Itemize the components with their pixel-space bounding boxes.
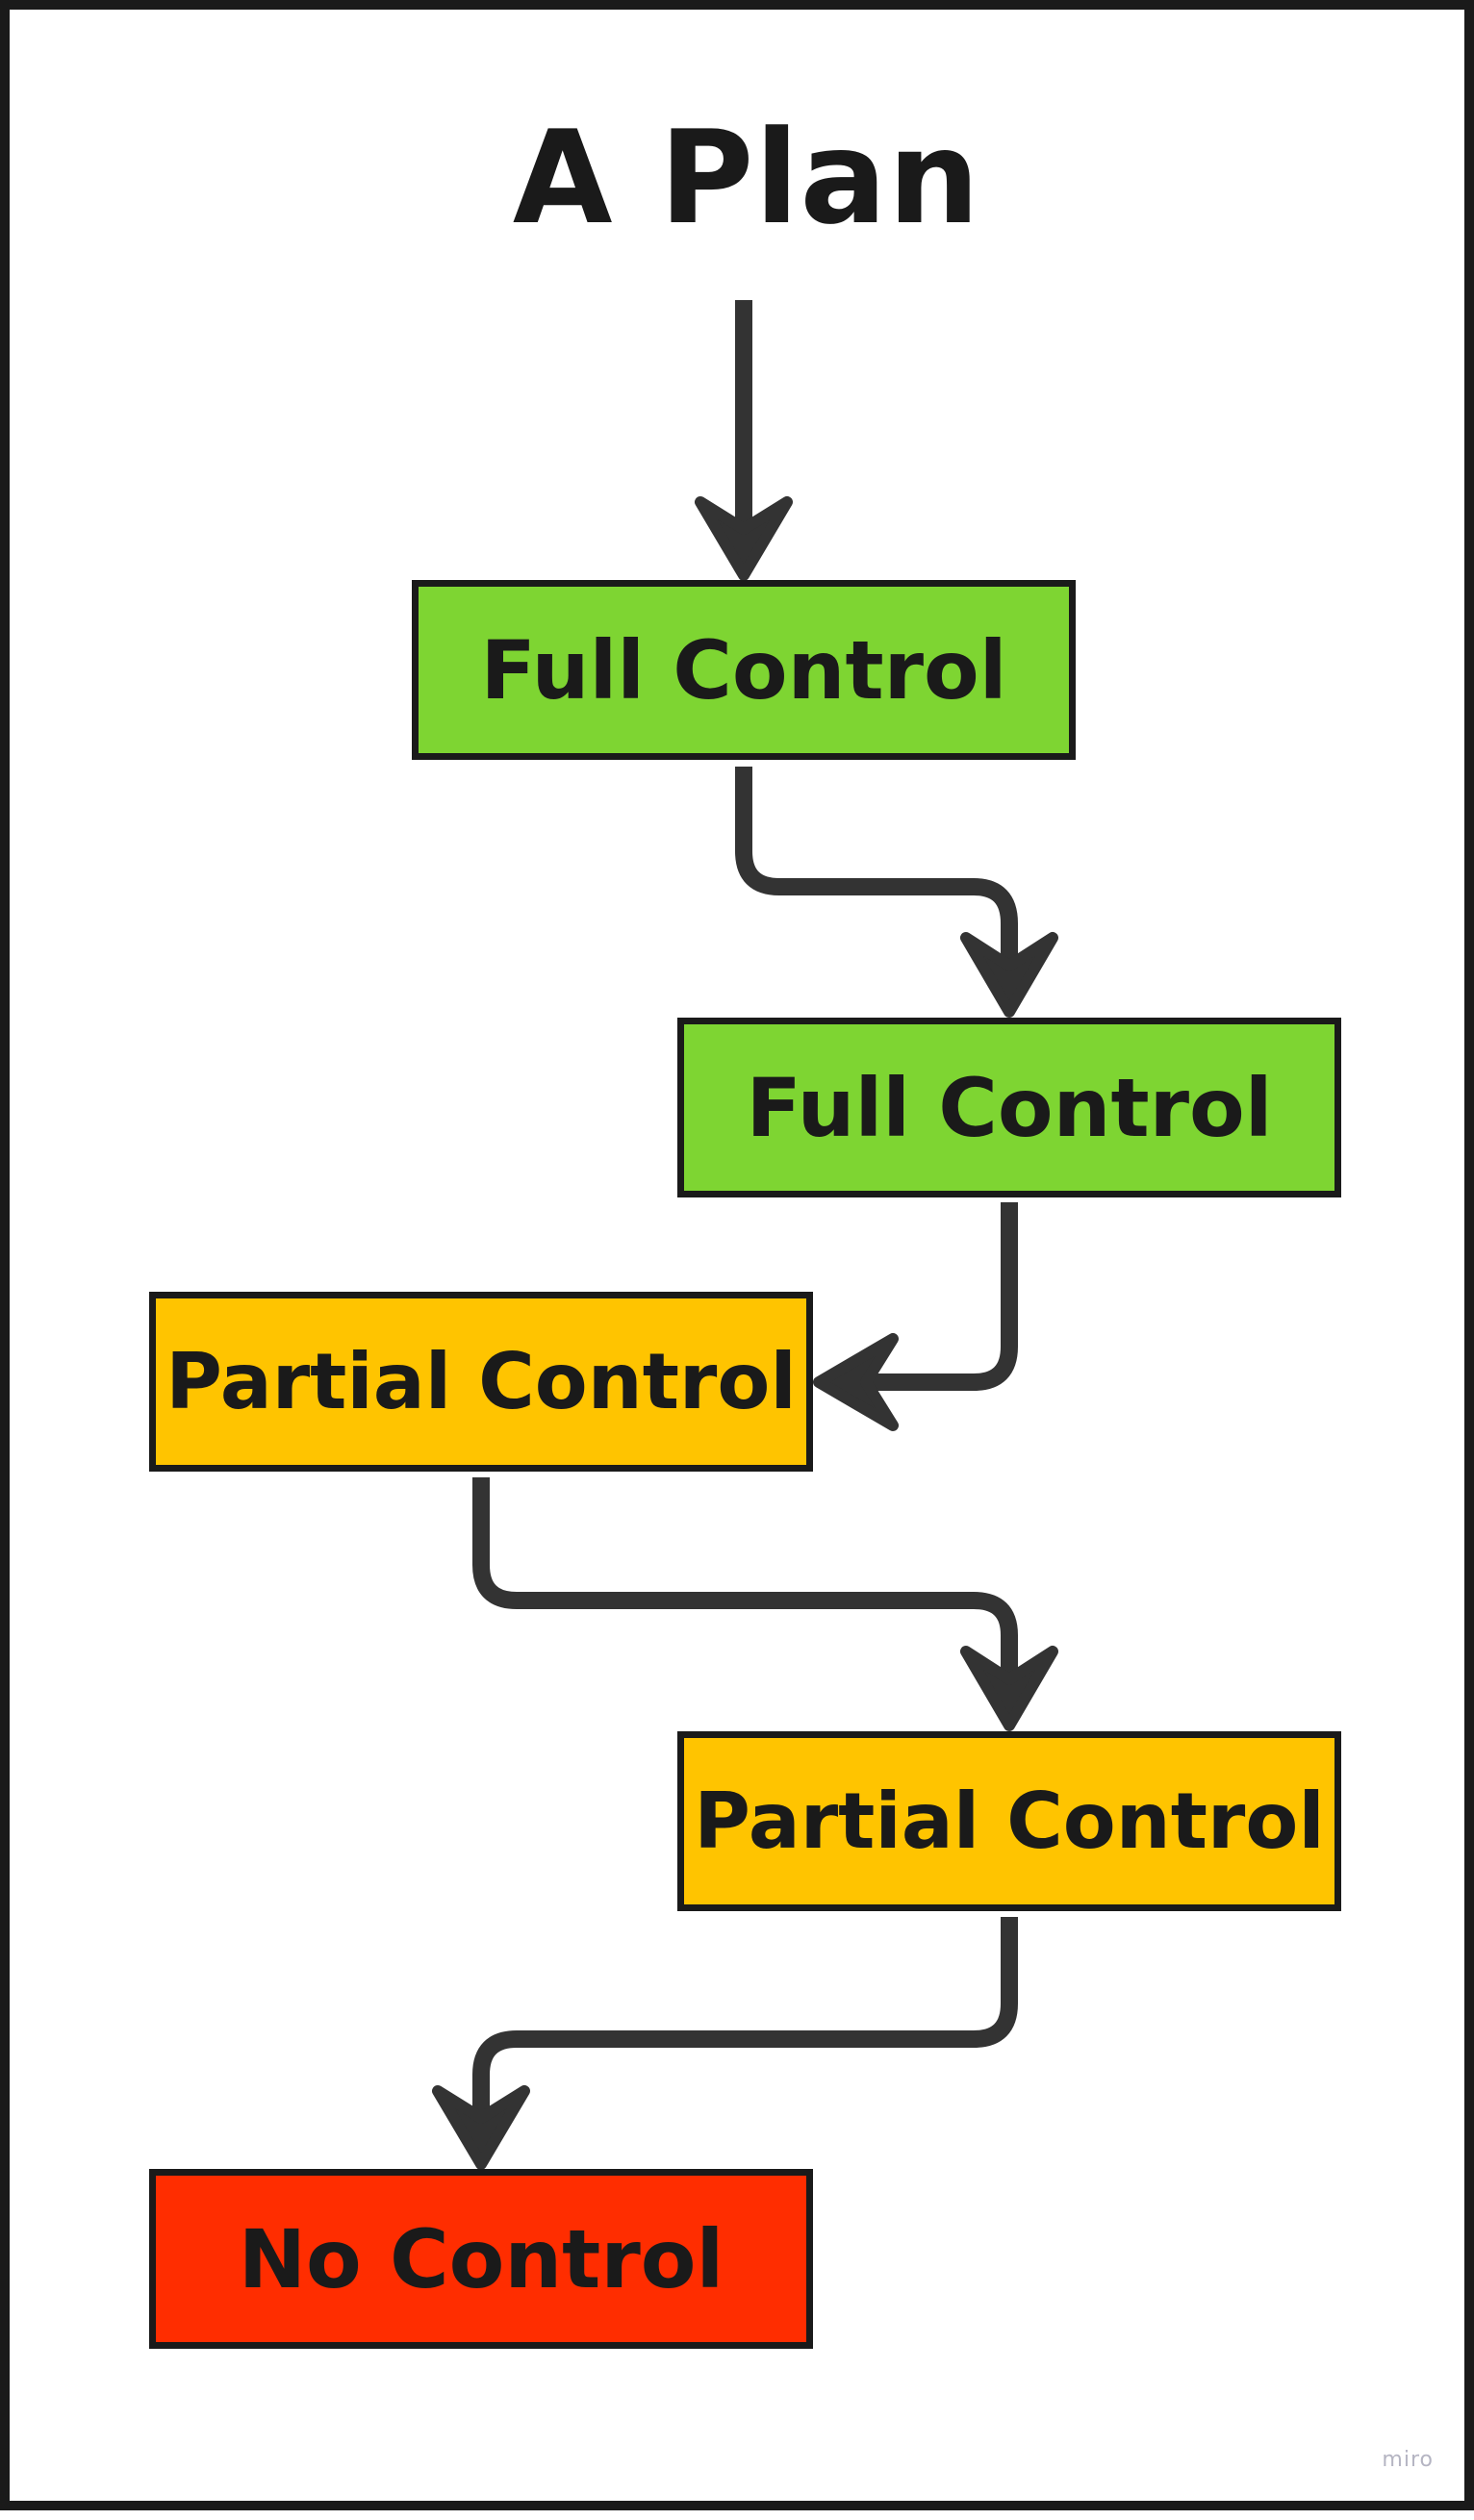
miro-watermark: miro xyxy=(1382,2448,1434,2472)
node-label: Partial Control xyxy=(694,1777,1325,1866)
node-label: Partial Control xyxy=(165,1337,797,1426)
connector-n2-to-n3 xyxy=(866,1202,1018,1391)
connector-n3-to-n4 xyxy=(472,1477,1018,1674)
node-partial-control-2: Partial Control xyxy=(677,1731,1341,1911)
arrowhead-n4 xyxy=(960,1646,1058,1731)
node-label: No Control xyxy=(238,2211,724,2306)
connectors xyxy=(432,300,1058,2170)
arrowhead-n2 xyxy=(960,932,1058,1018)
node-partial-control-1: Partial Control xyxy=(149,1292,813,1472)
node-full-control-1: Full Control xyxy=(412,580,1076,760)
diagram-title: A Plan xyxy=(512,103,981,253)
arrowhead-n1 xyxy=(695,496,793,581)
connector-n4-to-n5 xyxy=(472,1917,1018,2113)
arrowhead-n5 xyxy=(432,2085,530,2170)
node-no-control: No Control xyxy=(149,2169,813,2349)
arrowhead-n3 xyxy=(813,1333,899,1431)
node-label: Full Control xyxy=(746,1060,1273,1155)
node-full-control-2: Full Control xyxy=(677,1018,1341,1197)
node-label: Full Control xyxy=(480,622,1007,718)
connector-n1-to-n2 xyxy=(735,767,1018,962)
